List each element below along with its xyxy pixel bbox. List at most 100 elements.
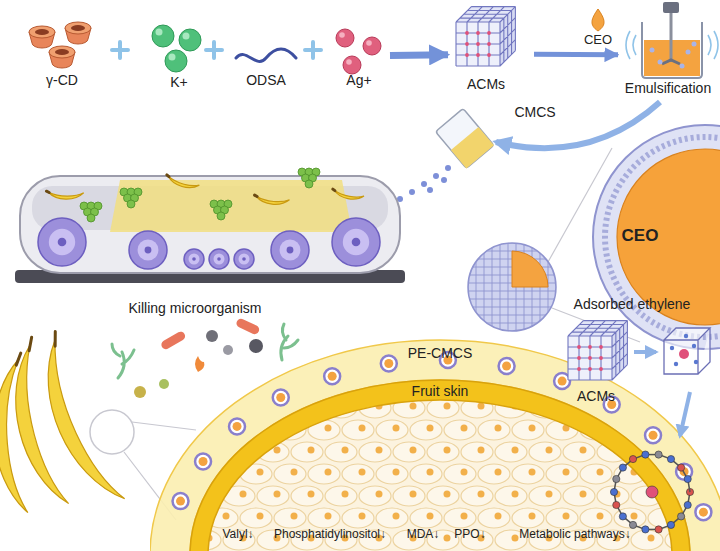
mixer-motor <box>663 2 679 13</box>
cell-nucleus <box>546 491 553 498</box>
molecular-bond <box>616 468 623 479</box>
roller-hub <box>239 254 250 265</box>
mixer-blade <box>662 60 680 64</box>
ethylene-molecule <box>670 346 674 350</box>
plant-cell <box>512 508 544 528</box>
capsule-ring <box>195 454 211 470</box>
roller-hub <box>343 229 369 255</box>
banana-tip <box>255 195 257 197</box>
annotation-label: Adsorbed ethylene <box>574 296 691 312</box>
roller-axle <box>192 257 196 261</box>
banana-icon <box>166 175 200 189</box>
capsule-ring <box>381 356 397 372</box>
node-label: K+ <box>170 74 188 90</box>
molecular-atom <box>684 475 691 482</box>
plant-cell <box>529 486 561 506</box>
cell-nucleus <box>461 469 468 476</box>
metal-dot <box>588 356 592 360</box>
conveyor-roller <box>184 249 204 269</box>
cell-nucleus <box>376 491 383 498</box>
fungus-hypha <box>281 324 298 360</box>
cell-nucleus <box>308 491 315 498</box>
molecular-bond <box>645 454 658 456</box>
molecular-bond <box>623 459 633 467</box>
cell-nucleus <box>529 513 536 520</box>
cell-nucleus <box>699 425 706 432</box>
cell-nucleus <box>444 403 451 410</box>
plant-cell <box>444 420 476 440</box>
capsule-shell <box>593 125 720 349</box>
molecular-bond <box>681 468 688 479</box>
bacterium-rod <box>235 317 261 335</box>
roller-axle <box>145 247 152 254</box>
capsule-dot <box>409 189 415 195</box>
molecular-bond <box>633 455 645 460</box>
molecular-bond <box>681 505 688 516</box>
capsule-core <box>699 508 708 517</box>
plant-cell <box>274 508 306 528</box>
conveyor-body <box>20 176 400 273</box>
capsule-ring <box>499 358 515 374</box>
molecular-bond <box>623 516 633 524</box>
small-arrow <box>680 392 690 436</box>
node-label: ODSA <box>246 72 286 88</box>
banana-body <box>48 186 84 203</box>
cell-nucleus <box>308 447 315 454</box>
cell-nucleus <box>223 513 230 520</box>
ethylene-molecule <box>694 360 698 364</box>
cube-grid <box>568 321 627 380</box>
node-label: PE-CMCS <box>408 345 473 361</box>
banana-tip <box>46 191 49 193</box>
cup-rim <box>49 46 75 58</box>
molecular-atom <box>655 451 662 458</box>
plant-cell <box>512 420 544 440</box>
node-label: Ag+ <box>346 72 371 88</box>
metal-dot <box>465 31 469 35</box>
plant-cell <box>427 442 459 462</box>
capsule-core <box>649 431 658 440</box>
molecular-atom <box>684 501 691 508</box>
cell-nucleus <box>410 491 417 498</box>
coating-band: PE-CMCS <box>150 336 720 551</box>
sound-wave <box>626 31 718 59</box>
plant-cell <box>376 464 408 484</box>
banana-tip <box>48 332 62 347</box>
molecular-atom <box>619 464 626 471</box>
annotation-label: CMCS <box>514 104 555 120</box>
plant-cell <box>597 486 629 506</box>
plant-cell <box>563 486 595 506</box>
molecular-bond <box>671 516 681 524</box>
plant-cell <box>342 420 374 440</box>
node-label: Fruit skin <box>412 383 469 399</box>
cell-nucleus <box>444 491 451 498</box>
ion-highlight <box>183 33 190 40</box>
plant-cell <box>461 486 493 506</box>
molecular-bond <box>614 479 616 492</box>
node-label: Emulsification <box>625 80 711 96</box>
conveyor-roller <box>332 218 380 266</box>
cell-nucleus <box>478 491 485 498</box>
cup-cavity <box>35 29 49 35</box>
cell-nucleus <box>427 425 434 432</box>
banana-body <box>334 190 364 199</box>
cell-nucleus <box>359 469 366 476</box>
plus-sign <box>206 42 222 58</box>
banana-tip <box>167 175 169 177</box>
grape-berry <box>305 180 313 188</box>
capsule-ring <box>324 368 340 384</box>
cell-nucleus <box>359 513 366 520</box>
metal-dot <box>476 42 480 46</box>
capsule-ring <box>645 427 661 443</box>
capsule-ring <box>173 493 189 509</box>
cube-face <box>612 321 627 380</box>
cell-nucleus <box>410 447 417 454</box>
cell-nucleus <box>495 513 502 520</box>
cell-nucleus <box>597 513 604 520</box>
capsule-core <box>233 422 242 431</box>
cell-nucleus <box>393 469 400 476</box>
plant-cell <box>444 508 476 528</box>
cube-face <box>568 321 627 336</box>
annotation-label: CEO <box>584 33 612 48</box>
silver-ion <box>336 29 354 47</box>
plant-cell <box>393 486 425 506</box>
